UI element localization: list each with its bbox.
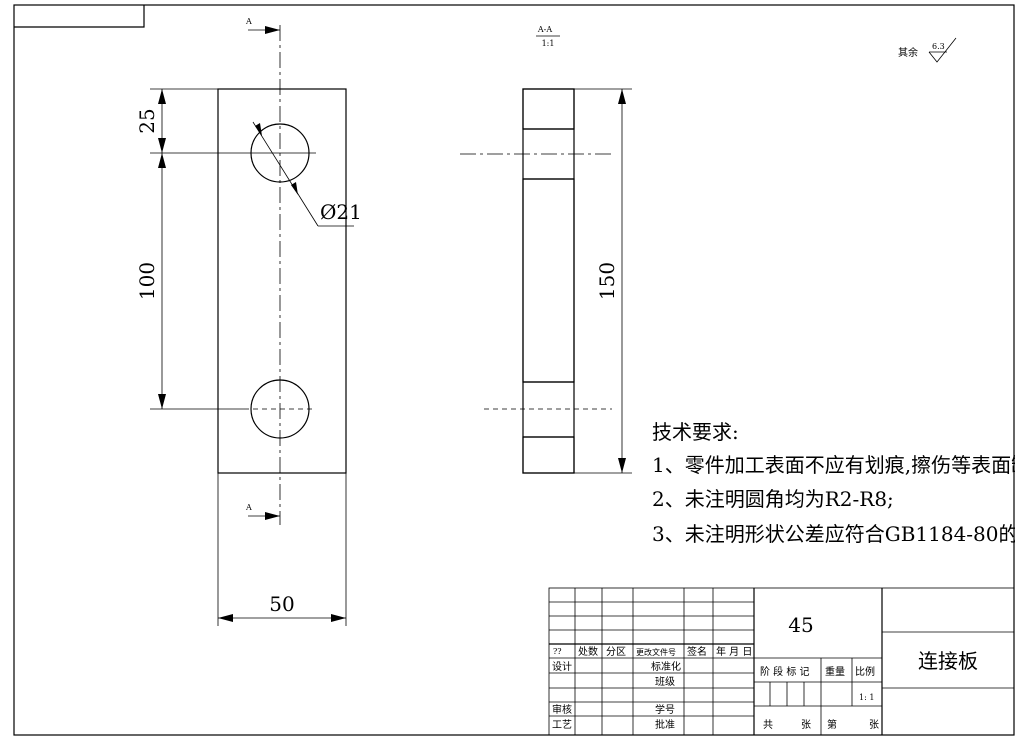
section-marker-bottom: A	[245, 503, 252, 512]
diameter-leader	[252, 121, 319, 227]
frame-tab	[14, 5, 145, 28]
section-arrow-top	[265, 26, 280, 34]
tb-sheet-total: 共	[763, 719, 773, 731]
hatch-middle	[522, 178, 575, 383]
title-block: ?? 处数 分区 更改文件号 签名 年 月 日 设计 标准化 班级 审核 学号 …	[548, 587, 1015, 736]
section-outline	[522, 88, 575, 474]
dim-top-offset: 25	[135, 108, 159, 133]
tb-standardization: 标准化	[651, 660, 681, 673]
note-item-3: 3、未注明形状公差应符合GB1184-80的要求	[652, 522, 1015, 546]
note-item-2: 2、未注明圆角均为R2-R8;	[652, 487, 894, 511]
drawing-frame	[13, 4, 1015, 736]
surface-finish-prefix: 其余	[898, 46, 918, 59]
tb-header-5: 年 月 日	[716, 645, 752, 658]
section-arrow-bottom	[265, 512, 280, 520]
hatch-top	[522, 88, 575, 130]
tb-sheet-no: 第	[827, 718, 837, 731]
dim-hole-diameter: Ø21	[320, 200, 362, 224]
hatch-bottom	[522, 436, 575, 474]
tb-header-3: 更改文件号	[636, 647, 676, 657]
tb-sheet-unit: 张	[801, 719, 811, 731]
tb-header-4: 签名	[687, 645, 707, 658]
tb-approve: 批准	[655, 718, 675, 731]
tb-class: 班级	[655, 676, 675, 688]
section-marker-top: A	[245, 17, 252, 26]
tb-stage-mark: 阶 段 标 记	[760, 665, 810, 678]
tb-header-2: 分区	[606, 646, 626, 658]
notes-heading: 技术要求:	[652, 420, 739, 444]
tb-scale-value: 1: 1	[859, 693, 874, 702]
surface-finish-symbol: 其余 6.3	[898, 37, 957, 63]
section-view: A-A 1:1 150	[460, 25, 632, 474]
surface-finish-value: 6.3	[932, 42, 945, 51]
tb-design: 设计	[552, 660, 572, 673]
tb-process: 工艺	[552, 719, 572, 731]
tb-header-0: ??	[553, 647, 562, 656]
tb-scale-label: 比例	[855, 665, 875, 678]
technical-notes: 技术要求: 1、零件加工表面不应有划痕,擦伤等表面缺 2、未注明圆角均为R2-R…	[652, 420, 1015, 546]
tb-weight: 重量	[825, 665, 845, 678]
tb-review: 审核	[552, 703, 572, 716]
note-item-1: 1、零件加工表面不应有划痕,擦伤等表面缺	[652, 453, 1015, 477]
tb-student-id: 学号	[655, 703, 675, 716]
tb-material: 45	[788, 613, 813, 637]
plate-outline	[217, 88, 347, 474]
dim-hole-spacing: 100	[135, 262, 159, 300]
section-label: A-A	[537, 25, 552, 34]
section-scale: 1:1	[542, 39, 555, 48]
tb-sheet-unit2: 张	[869, 719, 879, 731]
dim-width: 50	[269, 592, 294, 616]
tb-part-name: 连接板	[918, 649, 978, 673]
dim-height: 150	[595, 262, 619, 300]
tb-header-1: 处数	[578, 645, 598, 658]
front-view: A A 25 100 Ø21 50	[135, 17, 362, 626]
